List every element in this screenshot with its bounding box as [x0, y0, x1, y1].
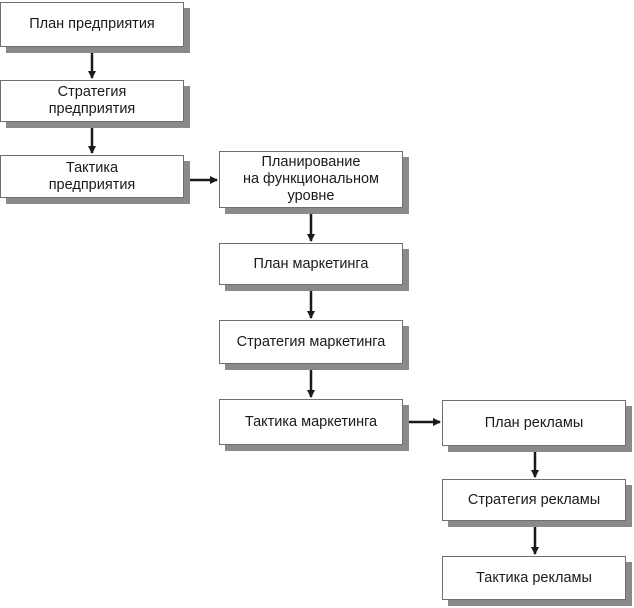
node-advertising-strategy: Стратегия рекламы — [442, 479, 626, 521]
node-advertising-tactics: Тактика рекламы — [442, 556, 626, 600]
node-company-plan: План предприятия — [0, 2, 184, 47]
node-company-tactics: Тактика предприятия — [0, 155, 184, 198]
node-marketing-strategy: Стратегия маркетинга — [219, 320, 403, 364]
node-label: Стратегия маркетинга — [236, 333, 386, 350]
node-label: Тактика маркетинга — [244, 413, 378, 430]
node-label: Тактика предприятия — [48, 159, 136, 193]
node-label: Планирование на функциональном уровне — [242, 154, 380, 204]
node-label: Стратегия предприятия — [48, 84, 136, 117]
node-label: План маркетинга — [253, 255, 369, 272]
node-marketing-plan: План маркетинга — [219, 243, 403, 285]
node-label: План предприятия — [29, 16, 155, 32]
node-advertising-plan: План рекламы — [442, 400, 626, 446]
node-functional-planning: Планирование на функциональном уровне — [219, 151, 403, 208]
node-marketing-tactics: Тактика маркетинга — [219, 399, 403, 445]
node-label: Стратегия рекламы — [467, 491, 601, 508]
node-company-strategy: Стратегия предприятия — [0, 80, 184, 122]
node-label: План рекламы — [484, 414, 584, 431]
node-label: Тактика рекламы — [476, 569, 592, 586]
